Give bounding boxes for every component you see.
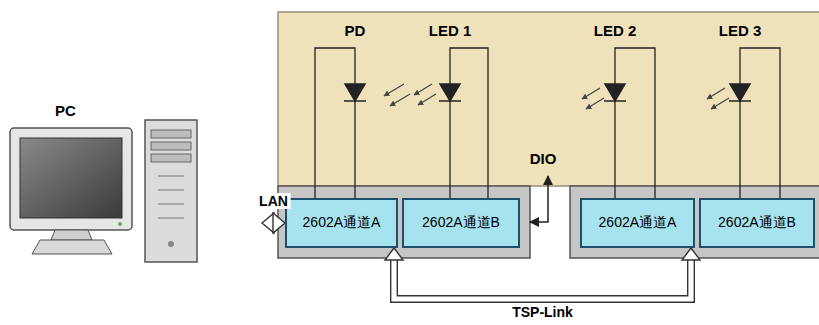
part-name: LED 2 — [594, 22, 637, 39]
channel-box: 2602A通道A — [580, 198, 695, 248]
fixture-panel — [278, 12, 819, 186]
node-label: 2602A通道A — [303, 214, 381, 232]
channel-box: 2602A通道B — [402, 198, 520, 248]
connector-label: LAN — [256, 193, 291, 209]
channel-box: 2602A通道A — [285, 198, 398, 248]
node-label: PC — [5, 102, 262, 119]
connector-label: TSP-Link — [509, 304, 576, 320]
part-name: PD — [345, 22, 366, 39]
pc-illustration — [10, 120, 197, 262]
part-name: LED 3 — [719, 22, 762, 39]
dio-line — [530, 176, 548, 222]
node-label: 2602A通道B — [422, 214, 500, 232]
channel-box: 2602A通道B — [699, 198, 815, 248]
node-label: 2602A通道B — [718, 214, 796, 232]
instrument-housing — [570, 186, 819, 258]
light-ray — [384, 84, 729, 109]
connector — [262, 213, 285, 233]
instrument-housing — [278, 186, 530, 258]
node-label: 2602A通道A — [599, 214, 677, 232]
computer: PC — [5, 102, 262, 265]
connector — [385, 248, 700, 299]
part-name: LED 1 — [429, 22, 472, 39]
signal-name: DIO — [530, 150, 557, 167]
diode-symbol — [344, 84, 751, 101]
